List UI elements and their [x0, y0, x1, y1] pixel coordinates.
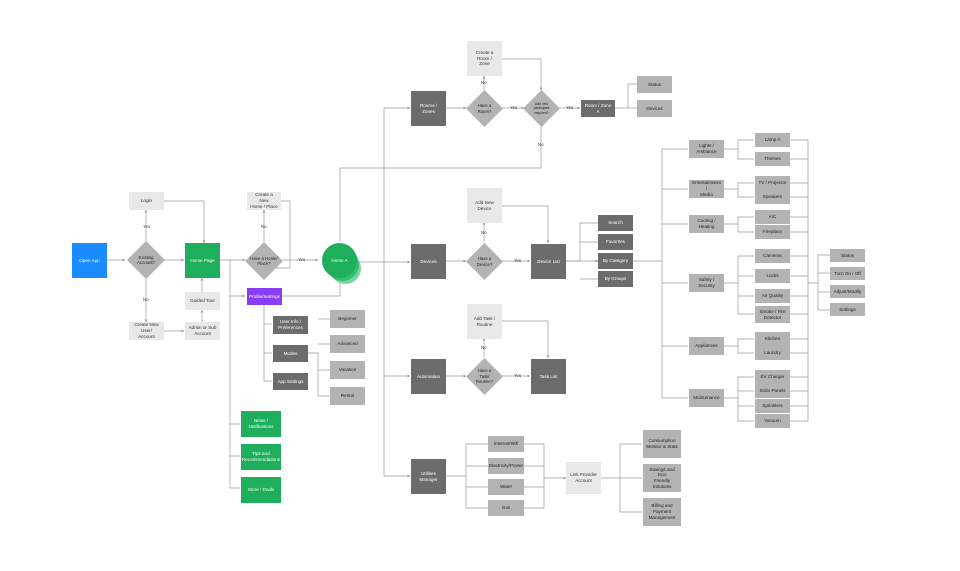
- node-appliances: Appliances: [689, 337, 724, 355]
- node-cameras: Cameras: [755, 249, 790, 263]
- edge-label-task-no: No: [481, 345, 487, 350]
- node-by-groups: By Groups: [598, 271, 633, 287]
- node-search: Search: [598, 215, 633, 231]
- node-open-app: Open App: [72, 243, 107, 278]
- node-modes: Modes: [273, 345, 308, 362]
- node-lights: Lights / Ambiance: [689, 140, 724, 158]
- node-tv-projector: TV / Projector: [755, 176, 790, 190]
- edge-label-room-yes: Yes: [510, 105, 518, 110]
- node-add-new-device: Add New Device: [467, 188, 502, 223]
- node-vacation: Vacation: [330, 361, 365, 379]
- node-favorites: Favorites: [598, 234, 633, 250]
- node-link-provider: Link Provider Account: [566, 462, 601, 494]
- node-create-new-home: Create a New Home / Place: [247, 192, 281, 210]
- decision-have-home-label: Have a Home/ Place?: [250, 255, 278, 266]
- edge-label-device-yes: Yes: [514, 258, 522, 263]
- decision-have-room: Have a Room?: [466, 90, 503, 127]
- node-smoke-fire: Smoke / Fire Detector: [755, 306, 790, 323]
- node-room-status: Status: [637, 76, 672, 93]
- node-guided-tour: Guided Tour: [185, 292, 220, 310]
- decision-room-participant-label: Add new participant required?: [533, 102, 550, 115]
- edge-label-login-yes: Yes: [143, 224, 151, 229]
- node-store-deals: Store / Deals: [241, 477, 281, 503]
- node-savings: Savings and Eco Friendly Solutions: [643, 464, 681, 492]
- node-devices: Devices: [411, 244, 446, 279]
- node-news: News / Notifications: [241, 411, 281, 437]
- node-adjust-modify: Adjust/Modify: [830, 285, 865, 298]
- node-by-category: By Category: [598, 253, 633, 269]
- node-maintenance: Maintenance: [689, 389, 724, 407]
- node-lamp-a: Lamp A: [755, 133, 790, 147]
- edge-label-room2-no: No: [538, 142, 544, 147]
- node-create-new-user: Create New User/ Account: [129, 322, 164, 340]
- node-device-list: Device List: [531, 244, 566, 279]
- node-locks: Locks: [755, 269, 790, 283]
- node-electricity: Electricity/Power: [488, 458, 524, 474]
- node-home-a: Home A: [322, 243, 357, 278]
- node-air-quality: Air Quality: [755, 289, 790, 303]
- node-add-task: Add Task / Routine: [467, 304, 502, 339]
- decision-existing-account-label: Existing Account?: [137, 254, 155, 265]
- node-room-zone-a: Room / Zone A: [581, 100, 615, 117]
- node-gas: Gas: [488, 500, 524, 516]
- node-laundry: Laundry: [755, 346, 790, 360]
- node-utilities-manager: Utilities Manager: [411, 459, 446, 494]
- node-app-settings: App Settings: [273, 373, 308, 390]
- node-automation: Automation: [411, 359, 446, 394]
- node-task-list: Task List: [531, 359, 566, 394]
- decision-have-device-label: Have a Device?: [476, 256, 493, 267]
- node-status: Status: [830, 249, 865, 262]
- node-beginner: Beginner: [330, 310, 365, 328]
- node-speakers: Speakers: [755, 190, 790, 204]
- node-sprinklers: Sprinklers: [755, 399, 790, 413]
- decision-have-device: Have a Device?: [466, 243, 503, 280]
- edge-label-home-no: No: [261, 224, 267, 229]
- decision-have-task: Have a Task/ Routine?: [466, 358, 503, 395]
- edge-label-device-no: No: [481, 230, 487, 235]
- decision-room-participant: Add new participant required?: [523, 90, 560, 127]
- node-profile-settings: Profile/Settings: [247, 288, 282, 305]
- node-settings: Settings: [830, 303, 865, 316]
- node-turn-on-off: Turn On / Off: [830, 267, 865, 280]
- decision-have-task-label: Have a Task/ Routine?: [475, 368, 494, 385]
- node-internet: Internet/Wifi: [488, 436, 524, 452]
- node-billing: Billing and Payment Management: [643, 498, 681, 526]
- node-room-devices: Devices: [637, 100, 672, 117]
- node-admin-sub-account: Admin or Sub Account: [185, 322, 220, 340]
- decision-have-room-label: Have a Room?: [477, 103, 492, 114]
- node-rental: Rental: [330, 387, 365, 405]
- node-tips: Tips and Recommendations: [241, 444, 281, 470]
- node-login: Login: [129, 192, 164, 210]
- node-water: Water: [488, 479, 524, 495]
- node-entertainment: Entertainment / Media: [689, 180, 724, 198]
- edge-label-home-yes: Yes: [298, 257, 306, 262]
- decision-existing-account: Existing Account?: [127, 241, 165, 279]
- node-cooling: Cooling / Heating: [689, 215, 724, 233]
- node-fireplace: Fireplace: [755, 225, 790, 239]
- edge-label-account-no: No: [143, 297, 149, 302]
- node-solar-panels: Solar Panels: [755, 384, 790, 398]
- node-ev-charger: EV Charger: [755, 370, 790, 384]
- node-themes: Themes: [755, 152, 790, 166]
- node-create-room: Create a Room / Zone: [467, 41, 502, 76]
- node-home-page: Home Page: [185, 243, 220, 278]
- node-safety: Safety / Security: [689, 274, 724, 292]
- node-consumption: Consumption Monitor & Stats: [643, 430, 681, 458]
- edge-label-room2-yes: Yes: [566, 105, 574, 110]
- node-vacuum: Vacuum: [755, 414, 790, 428]
- node-ac: A/C: [755, 210, 790, 224]
- node-rooms-zones: Rooms / Zones: [411, 91, 446, 126]
- node-advanced: Advanced: [330, 335, 365, 353]
- edge-label-task-yes: Yes: [514, 373, 522, 378]
- node-kitchen: Kitchen: [755, 332, 790, 346]
- edge-label-room-no: No: [481, 80, 487, 85]
- decision-have-home: Have a Home/ Place?: [245, 242, 283, 280]
- node-user-info: User Info / Preferences: [273, 316, 308, 334]
